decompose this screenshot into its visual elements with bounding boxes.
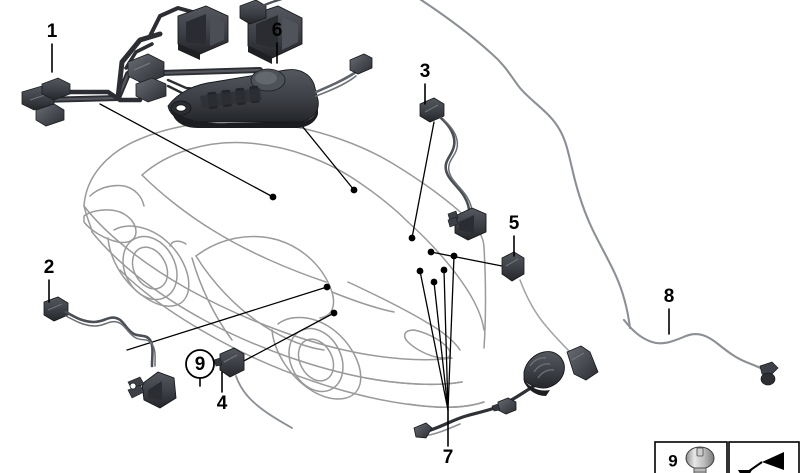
callout-label-5: 5 [509,213,520,234]
attachment-dot-1 [269,193,277,201]
legend-cell-arrow[interactable] [728,441,800,473]
part-5-long-cable[interactable] [412,0,632,381]
attachment-dot-6 [350,186,358,194]
leader-line-2 [126,286,328,351]
part-7-harness-branch[interactable] [413,351,565,439]
callout-label-7: 7 [443,447,454,468]
leader-line-4 [239,312,335,364]
attachment-dot-7d [450,252,458,260]
part-6-aux-connector[interactable] [239,0,306,25]
part-4-connector[interactable] [213,347,293,429]
part-8-cable[interactable] [622,318,779,386]
attachment-dot-3 [408,234,416,242]
callout-label-4: 4 [217,393,228,414]
callout-label-9: 9 [195,354,206,375]
part-3-antenna-cable[interactable] [419,97,487,241]
arrow-pointer-icon [738,452,784,473]
screw-icon [685,446,715,473]
callout-label-3: 3 [420,61,431,82]
callout-stems-group [48,42,670,447]
callout-label-6: 6 [272,20,283,41]
vehicle-outline [83,120,487,408]
leader-line-5 [430,251,508,268]
leader-line-7d [447,255,455,411]
callout-label-1: 1 [47,21,58,42]
attachment-dot-7b [430,278,438,286]
leader-line-1 [99,103,274,198]
callout-9-circle [185,349,215,379]
leader-lines-group [99,99,508,411]
callout-label-8: 8 [664,286,675,307]
leader-line-7b [433,281,449,411]
part-2-sensor-cable[interactable] [43,296,177,409]
callout-label-2: 2 [44,257,55,278]
attachment-dot-7a [416,267,424,275]
leader-line-3 [411,121,435,239]
attachment-dot-7c [440,266,448,274]
attachment-dots-group [269,186,458,317]
legend-label-9: 9 [668,451,677,470]
leader-line-7c [443,269,449,411]
leader-line-7a [419,270,449,411]
attachment-dot-4 [330,309,338,317]
attachment-dot-2 [323,283,331,291]
part-6-door-handle[interactable] [167,53,373,128]
attachment-dot-5 [427,248,435,256]
bottom-right-legend[interactable]: 9 [654,441,800,473]
